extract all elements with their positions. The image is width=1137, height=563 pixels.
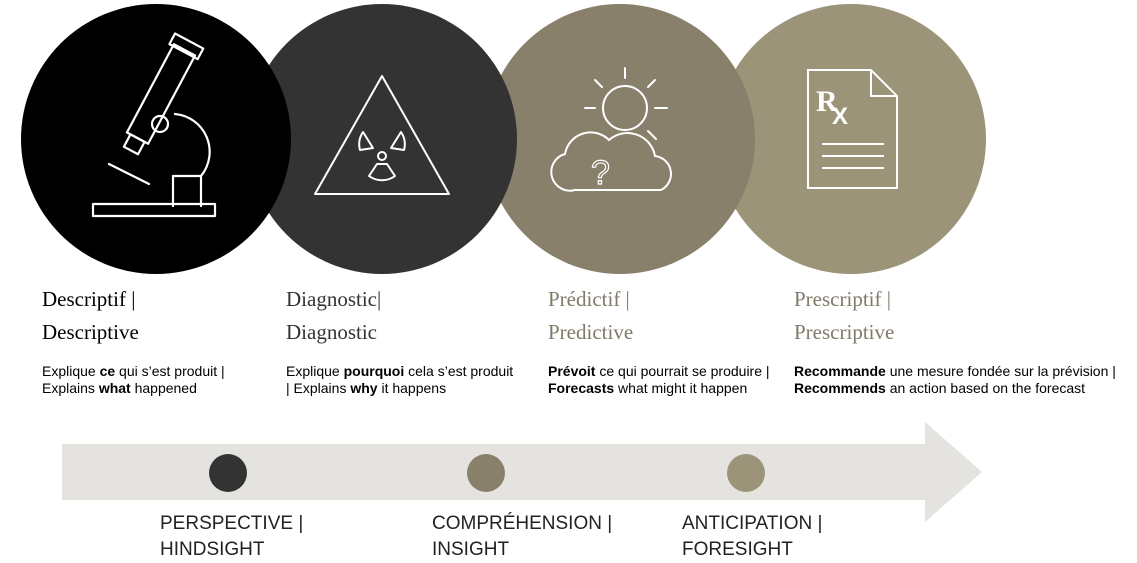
stage-description-prescriptive: Recommande une mesure fondée sur la prév…: [794, 363, 1130, 397]
desc-text: cela s’est produit | Explains: [286, 363, 514, 396]
stage-description-predictive: Prévoit ce qui pourrait se produire | Fo…: [548, 363, 770, 397]
stage-circle-descriptive: [21, 4, 291, 274]
milestone-label-insight: COMPRÉHENSION | INSIGHT: [432, 511, 612, 563]
desc-text: une mesure fondée sur la prévision |: [885, 363, 1116, 379]
stage-title-en: Diagnostic: [286, 320, 377, 344]
milestone-label-hindsight: PERSPECTIVE | HINDSIGHT: [160, 511, 303, 563]
milestone-label-fr: ANTICIPATION |: [682, 513, 823, 534]
svg-text:R: R: [816, 85, 838, 118]
desc-text: qui s’est produit | Explains: [42, 363, 225, 396]
stage-title-fr: Diagnostic|: [286, 287, 382, 311]
desc-text: Explique: [42, 363, 100, 379]
desc-text-bold: ce: [99, 363, 116, 379]
stage-description-diagnostic: Explique pourquoi cela s’est produit | E…: [286, 363, 514, 397]
stage-title-en: Prescriptive: [794, 320, 895, 344]
milestone-dot-hindsight: [209, 454, 247, 492]
desc-text: ce qui pourrait se produire |: [595, 363, 770, 379]
stage-title-en: Descriptive: [42, 320, 139, 344]
stage-title-fr: Descriptif |: [42, 287, 136, 311]
milestone-label-foresight: ANTICIPATION | FORESIGHT: [682, 511, 822, 563]
weather-forecast-icon: ?: [550, 67, 672, 193]
stage-circle-diagnostic: [247, 4, 517, 274]
stage-circle-predictive: ?: [485, 4, 755, 274]
desc-text: an action based on the forecast: [885, 380, 1086, 396]
stage-title-en: Predictive: [548, 320, 634, 344]
desc-text: Explique: [286, 363, 344, 379]
desc-text-bold: Forecasts: [548, 380, 615, 396]
radiation-warning-icon: [314, 75, 450, 195]
stage-title-fr: Prédictif |: [548, 287, 630, 311]
desc-text: what might it happen: [614, 380, 748, 396]
milestone-label-en: FORESIGHT: [682, 539, 793, 560]
milestone-dot-foresight: [727, 454, 765, 492]
stage-title-fr: Prescriptif |: [794, 287, 891, 311]
milestone-label-en: HINDSIGHT: [160, 539, 265, 560]
prescription-icon: R X: [807, 69, 898, 189]
stage-circle-prescriptive: R X: [716, 4, 986, 274]
stage-title-diagnostic: Diagnostic| Diagnostic: [286, 283, 381, 349]
desc-text-bold: what: [98, 380, 131, 396]
desc-text: happened: [130, 380, 197, 396]
stage-title-prescriptive: Prescriptif | Prescriptive: [794, 283, 894, 349]
milestone-label-en: INSIGHT: [432, 539, 510, 560]
desc-text-bold: pourquoi: [343, 363, 405, 379]
desc-text-bold: Recommande: [794, 363, 886, 379]
svg-text:?: ?: [591, 154, 610, 192]
svg-text:X: X: [832, 103, 848, 130]
stage-title-predictive: Prédictif | Predictive: [548, 283, 633, 349]
milestone-label-fr: PERSPECTIVE |: [160, 513, 304, 534]
milestone-label-fr: COMPRÉHENSION |: [432, 513, 613, 534]
desc-text-bold: why: [350, 380, 378, 396]
microscope-icon: [91, 32, 217, 218]
desc-text-bold: Prévoit: [548, 363, 596, 379]
milestone-dot-insight: [467, 454, 505, 492]
stage-description-descriptive: Explique ce qui s’est produit | Explains…: [42, 363, 242, 397]
desc-text: it happens: [377, 380, 447, 396]
stage-title-descriptive: Descriptif | Descriptive: [42, 283, 139, 349]
desc-text-bold: Recommends: [794, 380, 886, 396]
